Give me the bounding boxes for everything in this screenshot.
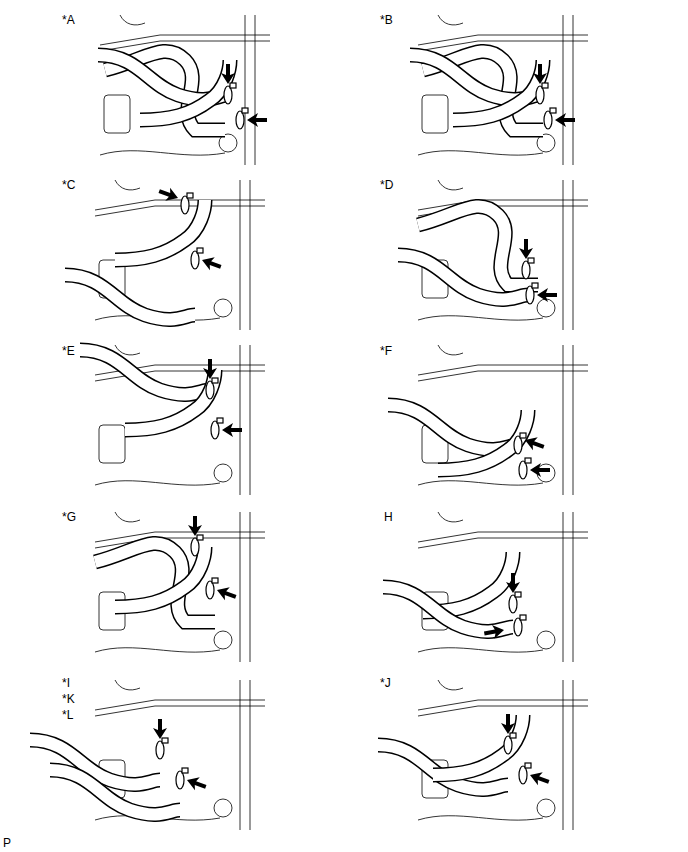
panel-label: *C [62, 178, 75, 192]
panel-label: *G [62, 510, 76, 524]
panel-e [80, 345, 265, 495]
panel-label: H [384, 510, 393, 524]
panel-j [378, 680, 588, 830]
figure-code: P [3, 836, 11, 850]
panel-d [398, 180, 588, 330]
panel-label: *J [380, 676, 391, 690]
panel-c [65, 180, 265, 330]
panel-f [388, 345, 588, 495]
panel-label: *B [380, 13, 393, 27]
panel-b [410, 15, 588, 165]
panel-label: *E [62, 344, 75, 358]
panel-label: *F [380, 344, 392, 358]
panel-i [30, 680, 265, 830]
panel-label: *A [62, 13, 75, 27]
panel-label: *D [380, 178, 393, 192]
panel-label: *I [62, 676, 70, 690]
panel-a [98, 15, 270, 165]
panel-label: *K [62, 692, 75, 706]
panel-g [95, 512, 265, 662]
panel-h [383, 512, 588, 662]
panel-label: *L [62, 708, 73, 722]
